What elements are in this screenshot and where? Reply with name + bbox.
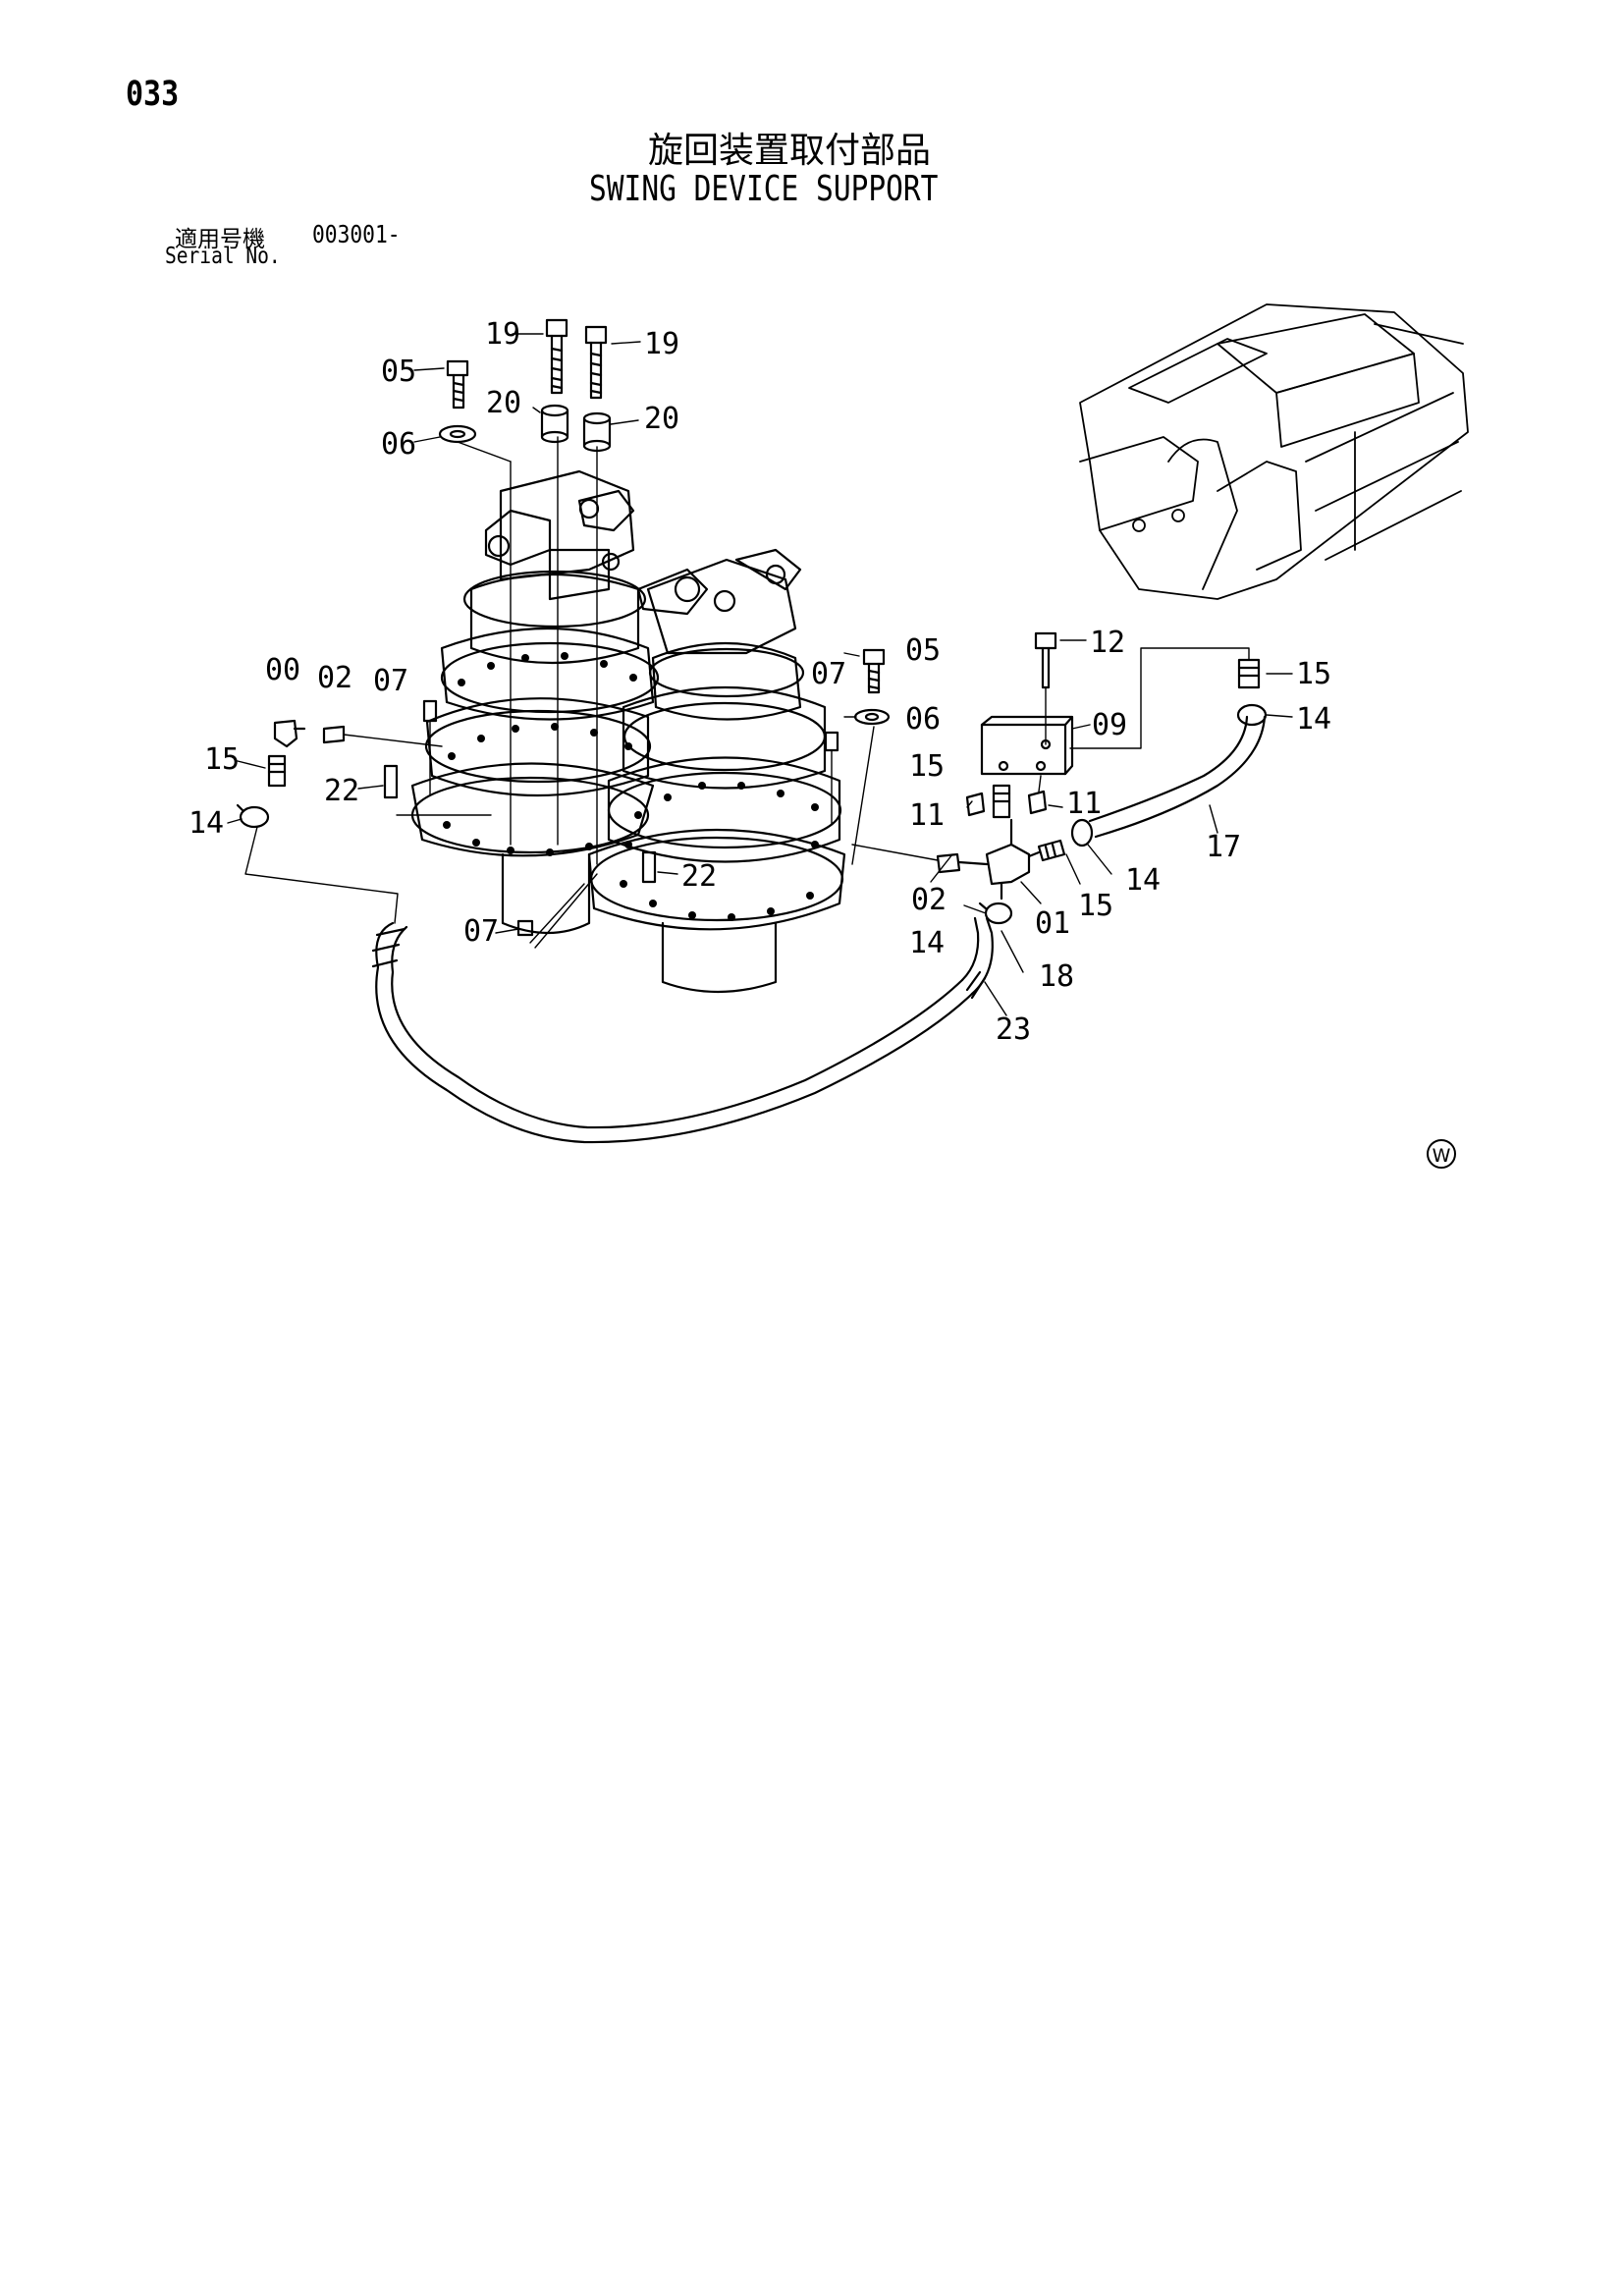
callout-05-left: 05: [381, 355, 416, 389]
callout-20-left: 20: [486, 386, 521, 420]
callout-20-right: 20: [644, 402, 679, 436]
washer-06-right: [853, 708, 891, 726]
adapter-02-right: [851, 844, 961, 874]
serial-label-japanese: 適用号機: [175, 227, 265, 252]
edition-mark: W: [1427, 1139, 1456, 1169]
page-title-english: SWING DEVICE SUPPORT: [589, 169, 939, 209]
plug-07-bottom: [516, 919, 534, 937]
callout-19-left: 19: [485, 317, 520, 352]
pin-22-right: [641, 850, 657, 884]
callout-14-top: 14: [1296, 702, 1331, 737]
callout-17: 17: [1206, 830, 1241, 864]
swing-motor-left: [410, 469, 660, 935]
callout-02-left: 02: [317, 661, 352, 695]
callout-23: 23: [996, 1012, 1031, 1047]
hose-23: [371, 921, 974, 1144]
callout-07-right: 07: [811, 657, 846, 691]
elbow-00: [273, 719, 306, 748]
collar-20-right: [582, 411, 612, 453]
callout-22-left: 22: [324, 774, 359, 808]
hose-18: [960, 916, 994, 1000]
callout-19-right: 19: [644, 327, 679, 361]
adapter-02-left: [322, 725, 443, 747]
tee-01: [957, 818, 1031, 901]
pin-22-left: [383, 764, 492, 816]
callout-07-bottom: 07: [463, 914, 499, 949]
clamp-14-center: [1070, 818, 1094, 847]
page-title-japanese: 旋回装置取付部品: [648, 131, 932, 171]
callout-02-right: 02: [911, 883, 947, 917]
connector-15-left: [267, 754, 287, 788]
clamp-14-top: [1236, 703, 1268, 727]
callout-00: 00: [265, 653, 300, 687]
leader-left-drain: [244, 826, 399, 924]
callout-01: 01: [1035, 906, 1070, 941]
serial-label-english: Serial No.: [165, 244, 281, 269]
callout-15-top: 15: [1296, 657, 1331, 691]
plug-07-left: [422, 699, 438, 796]
callout-15-right: 15: [1078, 889, 1113, 923]
callout-labels: 19 19 05 20 20 06 00 02 07 15 22 14 07 0…: [189, 317, 1331, 1047]
callout-15-center: 15: [909, 749, 945, 784]
callout-14-right: 14: [1125, 863, 1161, 898]
callout-leaders: [227, 333, 1293, 1016]
clamp-14-left: [236, 803, 270, 829]
hose-17: [1088, 715, 1267, 839]
connector-15-right: [1027, 839, 1066, 862]
collar-20-left: [540, 404, 569, 444]
block-09: [980, 715, 1074, 776]
callout-15-left: 15: [204, 742, 240, 777]
swing-motor-right: [587, 548, 846, 994]
leader-top-line: [1069, 647, 1250, 749]
callout-06-right: 06: [905, 702, 941, 737]
callout-22-right: 22: [681, 859, 717, 894]
plug-11-left: [965, 792, 986, 817]
callout-07-left: 07: [373, 664, 408, 698]
connector-15-top: [1237, 658, 1261, 689]
callout-14-left: 14: [189, 806, 224, 841]
serial-number-value: 003001-: [312, 220, 401, 248]
plug-11-right: [1027, 775, 1048, 815]
callout-05-right: 05: [905, 633, 941, 668]
bolt-05-left: [446, 359, 469, 410]
plug-07-right: [824, 731, 839, 826]
washer-06-left: [438, 424, 477, 444]
callout-11-right: 11: [1066, 787, 1102, 821]
connector-15-center: [992, 784, 1011, 819]
page-number: 033: [126, 75, 180, 115]
edition-mark-letter: W: [1433, 1145, 1451, 1167]
bolt-12: [1034, 631, 1057, 745]
callout-09: 09: [1092, 708, 1127, 742]
callout-14-bottom: 14: [909, 926, 945, 960]
callout-18: 18: [1039, 959, 1074, 994]
bolt-19-right: [584, 325, 608, 400]
callout-11-left: 11: [909, 798, 945, 833]
excavator-locator-view: [1079, 303, 1469, 600]
callout-12: 12: [1090, 626, 1125, 660]
callout-06-left: 06: [381, 427, 416, 462]
bolt-19-left: [545, 318, 568, 395]
bolt-05-right: [862, 648, 886, 694]
bolt-guide-lines: [510, 436, 598, 865]
